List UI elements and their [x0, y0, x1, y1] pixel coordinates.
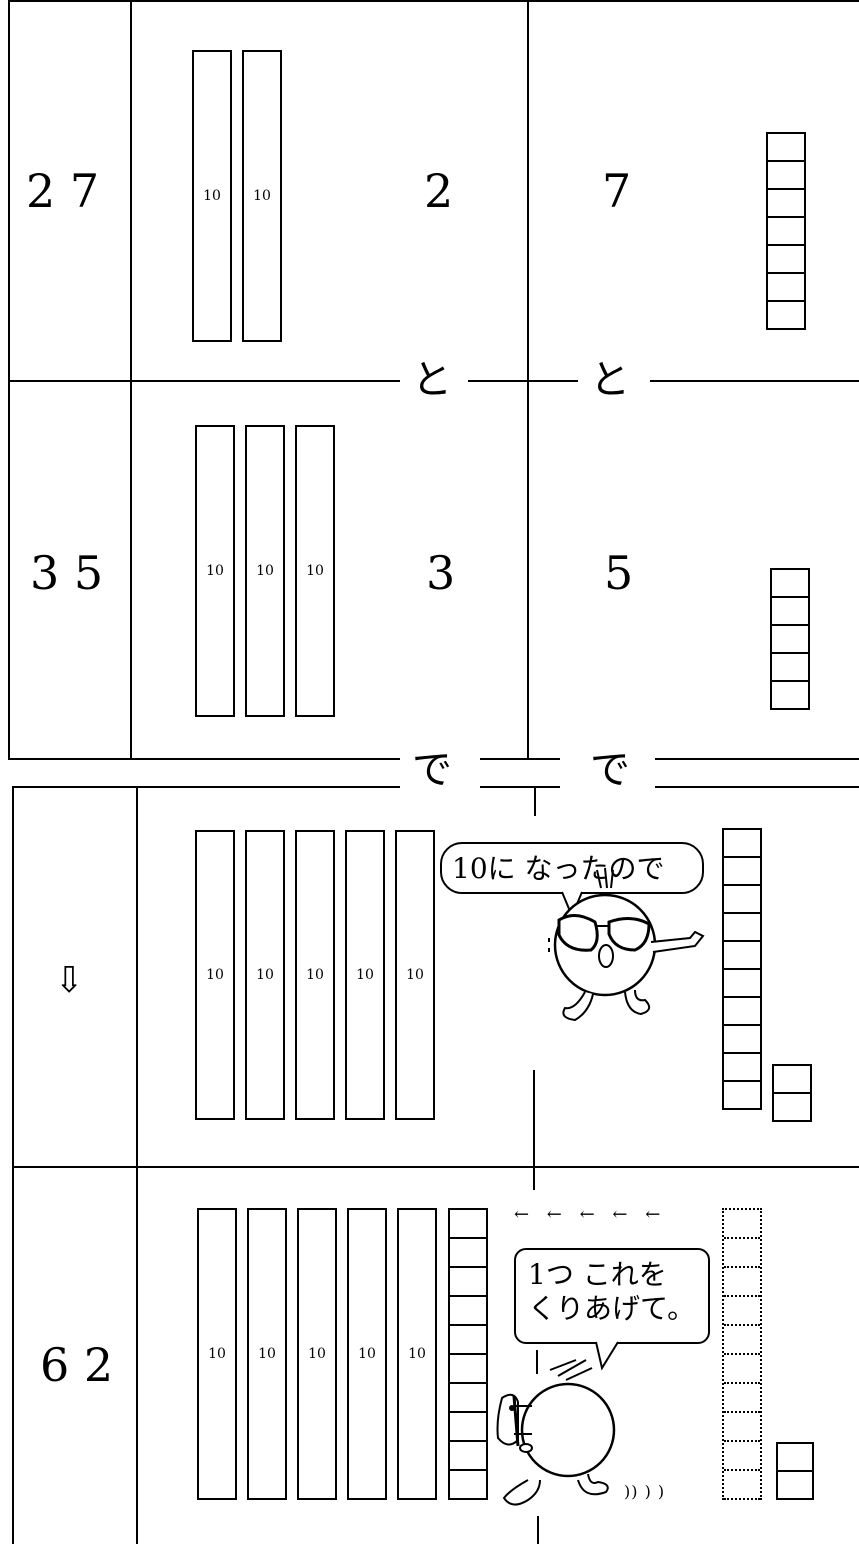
row4-ten-rod: 10 — [397, 1208, 437, 1500]
tens-ones-divider-mid2 — [533, 1070, 535, 1190]
row4-label: 6 2 — [40, 1338, 114, 1392]
row-divider-2b — [480, 758, 560, 760]
row-divider-3a — [12, 786, 400, 788]
row4-extra-ones-cubes — [776, 1442, 814, 1500]
row2-tens-digit: 3 — [426, 546, 456, 600]
row-divider-1c — [650, 380, 859, 382]
row4-ten-rod: 10 — [197, 1208, 237, 1500]
row1-ten-rod: 10 — [242, 50, 282, 342]
row4-carried-ten-rod — [448, 1208, 488, 1500]
row-divider-4 — [12, 1166, 859, 1168]
row1-ten-rod: 10 — [192, 50, 232, 342]
row2-ten-rod: 10 — [195, 425, 235, 717]
motion-lines: )) ) ) — [624, 1482, 666, 1501]
pushing-character-icon — [496, 1359, 616, 1506]
row2-ones-cubes — [770, 568, 810, 710]
connector-de-ones: で — [582, 750, 638, 790]
connector-to-tens: と — [404, 360, 460, 400]
row-divider-1a — [8, 380, 400, 382]
row-divider-2c — [655, 758, 859, 760]
row-divider-3c — [655, 786, 859, 788]
row3-ones-cubes — [722, 828, 762, 1110]
row1-tens-digit: 2 — [424, 164, 454, 218]
row1-ones-digit: 7 — [602, 164, 632, 218]
pointing-character-icon — [548, 867, 705, 1022]
row3-ten-rod: 10 — [345, 830, 385, 1120]
row3-ten-rod: 10 — [295, 830, 335, 1120]
move-left-arrows: ← ← ← ← ← — [514, 1204, 667, 1225]
row3-ten-rod: 10 — [245, 830, 285, 1120]
connector-de-tens: で — [404, 750, 460, 790]
row4-ghost-ones-cubes — [722, 1208, 762, 1500]
tens-ones-divider-mid3 — [536, 1350, 538, 1374]
row2-ten-rod: 10 — [295, 425, 335, 717]
row1-label: 2 7 — [26, 164, 100, 218]
speech-bubble-tail — [595, 1341, 619, 1371]
frame-left-lower — [12, 786, 14, 1544]
row3-ten-rod: 10 — [395, 830, 435, 1120]
tens-ones-divider-bottom — [537, 1516, 539, 1544]
connector-to-ones: と — [582, 360, 638, 400]
row4-ten-rod: 10 — [297, 1208, 337, 1500]
row2-label: 3 5 — [30, 546, 104, 600]
row-divider-3b — [480, 786, 560, 788]
row-divider-1b — [468, 380, 578, 382]
row3-ten-rod: 10 — [195, 830, 235, 1120]
tens-ones-divider-mid1 — [534, 786, 536, 816]
row1-ones-cubes — [766, 132, 806, 330]
down-arrow-icon: ⇩ — [54, 960, 85, 1001]
row2-ones-digit: 5 — [604, 546, 634, 600]
frame-top — [8, 0, 859, 2]
row4-ten-rod: 10 — [347, 1208, 387, 1500]
row2-ten-rod: 10 — [245, 425, 285, 717]
speech-bubble-carry: 1つ これを くりあげて。 — [514, 1248, 710, 1344]
row3-extra-ones-cubes — [772, 1064, 812, 1122]
row-divider-2a — [8, 758, 400, 760]
label-column-divider-lower — [136, 786, 138, 1544]
row4-ten-rod: 10 — [247, 1208, 287, 1500]
